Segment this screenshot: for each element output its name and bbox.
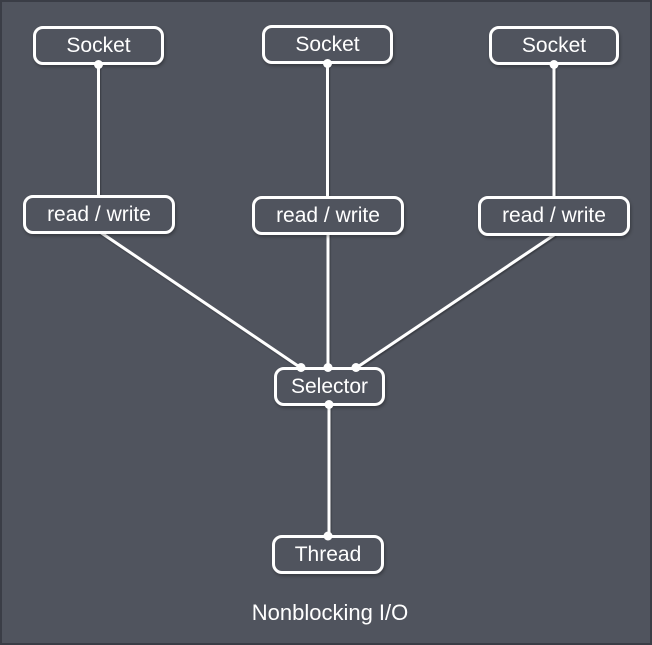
dot-thread-top (323, 531, 333, 541)
edge-readwrite3-selector (354, 233, 556, 370)
dot-socket-3-bottom (549, 60, 559, 69)
node-read-write-3-label: read / write (502, 204, 606, 227)
node-socket-2-label: Socket (295, 32, 360, 56)
node-thread-label: Thread (294, 542, 362, 566)
node-read-write-3: read / write (478, 196, 630, 236)
dot-selector-bottom (324, 400, 334, 409)
node-read-write-2-label: read / write (276, 203, 380, 227)
node-read-write-1: read / write (23, 195, 175, 234)
node-socket-2: Socket (262, 25, 393, 64)
dot-socket-1-bottom (94, 60, 103, 69)
diagram-title: Nonblocking I/O (251, 600, 409, 625)
dot-selector-top-mid (323, 363, 333, 372)
dot-socket-2-bottom (323, 59, 332, 68)
node-socket-3-label: Socket (521, 33, 587, 57)
node-read-write-2: read / write (252, 196, 404, 235)
node-read-write-1-label: read / write (47, 202, 151, 226)
node-socket-1-label: Socket (66, 33, 131, 57)
node-selector-label: Selector (290, 374, 369, 398)
dot-selector-top-left (296, 363, 306, 372)
dot-selector-top-right (351, 363, 361, 372)
node-socket-1: Socket (33, 26, 164, 65)
edge-readwrite1-selector (98, 230, 303, 370)
